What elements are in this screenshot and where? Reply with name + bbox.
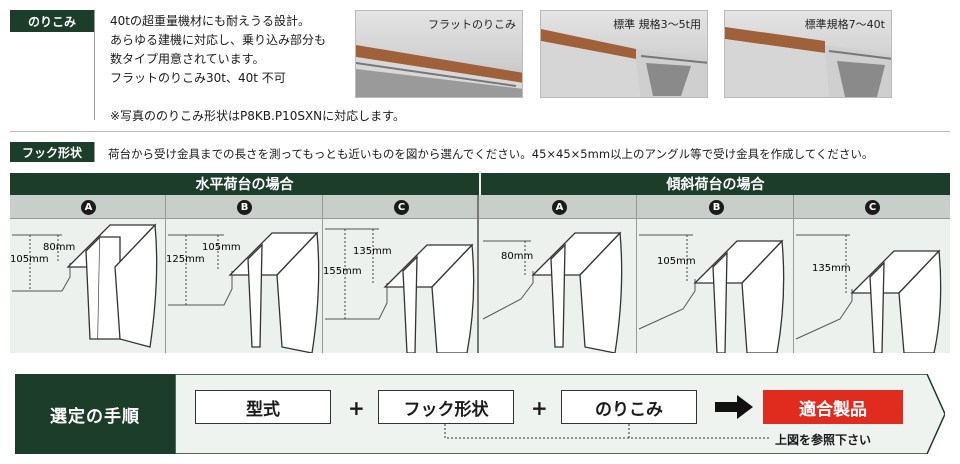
flow-title: 選定の手順 [15,374,175,454]
diagram-cell [323,195,479,353]
hook-tag: フック形状 [10,142,94,162]
photo-caption: フラットのりこみ [428,18,516,31]
noriko-description: 40tの超重量機材にも耐えうる設計。 あらゆる建機に対応し、乗り込み部分も 数タ… [110,12,326,88]
diagram-cell [166,195,323,353]
noriko-note: ※写真ののりこみ形状はP8KB.P10SXNに対応します。 [110,109,405,123]
photo-caption: 標準規格7～40t [804,18,885,31]
hook-drawing-inclined-b: 105mm [638,234,785,353]
hook-drawing-horizontal-a: 105mm 80mm [10,223,158,348]
noriko-line: あらゆる建機に対応し、乗り込み部分も [110,33,327,47]
inclined-bed-header: 傾斜荷台の場合 [481,173,950,195]
hook-drawing-inclined-c: 135mm [795,234,942,353]
dimension-label: 80mm [501,251,533,262]
header-gap [479,173,481,195]
right-arrow-icon [715,395,753,419]
option-letter-c: C [394,200,409,215]
photo-standard-3-5t: 標準 規格3～5t用 [540,10,708,98]
noriko-line: フラットのりこみ30t、40t 不可 [110,71,286,85]
step-hook-box: フック形状 [378,390,514,424]
dimension-label: 135mm [353,246,392,257]
option-letter-b: B [237,200,252,215]
option-letter-b: B [709,200,724,215]
hook-drawing-horizontal-b: 125mm 105mm [166,231,320,353]
hook-side-line [94,142,100,162]
noriko-tag: のりこみ [10,10,94,32]
diagram-cell [637,195,794,353]
section-divider [10,131,950,132]
hook-drawing-inclined-a: 80mm [482,231,623,353]
hook-description: 荷台から受け金具までの長さを測ってもっとも近いものを図から選んでください。45×… [108,147,874,161]
plus-sign: + [531,396,548,420]
photo-standard-7-40t: 標準規格7～40t [724,10,892,98]
hook-diagram-panel: 水平荷台の場合 傾斜荷台の場合 A B C A B C 105mm 80mm [10,173,950,353]
step-noriko-box: のりこみ [561,390,697,424]
selection-flow: 選定の手順 型式 + フック形状 + のりこみ 適合製品 上図を参照下さい [15,374,945,454]
horizontal-bed-header: 水平荷台の場合 [10,173,479,195]
standard-ramp-illustration [541,29,707,97]
heavy-ramp-illustration [725,27,891,97]
noriko-line: 数タイプ用意されています。 [110,52,265,66]
matched-product-box: 適合製品 [763,390,903,424]
dimension-label: 135mm [812,263,851,274]
noriko-side-line [94,10,100,120]
diagram-cell [481,195,637,353]
photo-flat-noriko: フラットのりこみ [355,10,523,98]
hook-drawings: 105mm 80mm 125mm 105mm 155mm 135mm [10,223,942,353]
step-model-box: 型式 [195,390,331,424]
dimension-label: 155mm [323,266,362,277]
dimension-label: 105mm [657,256,696,267]
noriko-line: 40tの超重量機材にも耐えうる設計。 [110,14,310,28]
dimension-label: 105mm [202,242,241,253]
dimension-label: 125mm [166,254,205,265]
option-letter-a: A [81,200,96,215]
flat-ramp-illustration [356,45,522,97]
option-letter-a: A [552,200,567,215]
hook-drawing-horizontal-c: 155mm 135mm [323,228,475,353]
option-letter-c: C [865,200,880,215]
diagram-cell [10,195,166,353]
dimension-label: 80mm [43,242,75,253]
reference-note: 上図を参照下さい [775,433,872,447]
plus-sign: + [348,396,365,420]
dimension-label: 105mm [10,254,49,265]
photo-caption: 標準 規格3～5t用 [613,18,701,31]
